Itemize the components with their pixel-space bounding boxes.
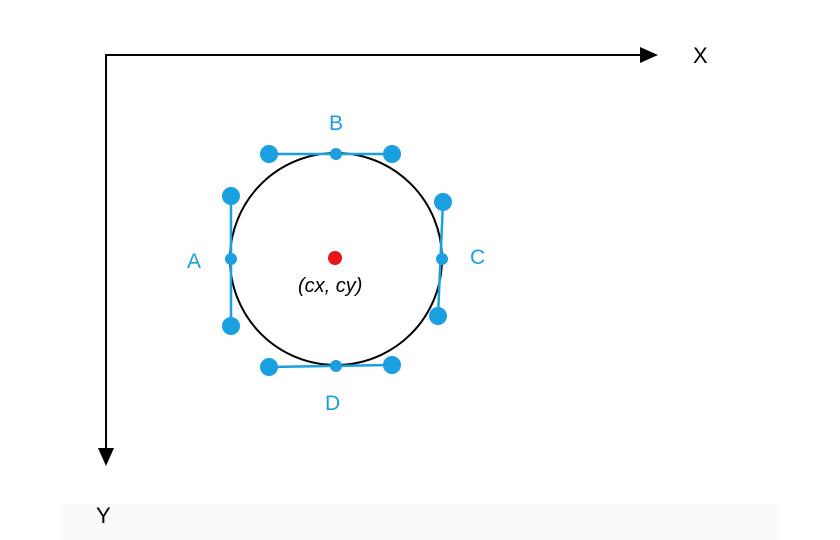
anchor-point-d[interactable] bbox=[330, 360, 342, 372]
y-axis-label: Y bbox=[96, 503, 111, 528]
handle-b-right[interactable] bbox=[383, 145, 401, 163]
handle-c-top[interactable] bbox=[434, 193, 452, 211]
handle-c-bottom[interactable] bbox=[429, 307, 447, 325]
handle-d-left[interactable] bbox=[260, 358, 278, 376]
handle-a-bottom[interactable] bbox=[222, 317, 240, 335]
point-label-c: C bbox=[470, 246, 485, 269]
handle-b-left[interactable] bbox=[260, 145, 278, 163]
point-label-d: D bbox=[325, 392, 340, 415]
anchor-point-b[interactable] bbox=[330, 148, 342, 160]
center-label: (cx, cy) bbox=[298, 275, 362, 297]
handle-a-top[interactable] bbox=[222, 187, 240, 205]
x-axis-arrowhead bbox=[640, 47, 658, 63]
point-label-b: B bbox=[329, 112, 343, 135]
y-axis-arrowhead bbox=[98, 448, 114, 466]
center-point bbox=[328, 251, 342, 265]
x-axis-label: X bbox=[693, 43, 708, 68]
anchor-point-c[interactable] bbox=[436, 253, 448, 265]
bottom-strip bbox=[60, 504, 780, 540]
anchor-point-a[interactable] bbox=[225, 253, 237, 265]
handle-d-right[interactable] bbox=[383, 356, 401, 374]
point-label-a: A bbox=[187, 250, 201, 273]
